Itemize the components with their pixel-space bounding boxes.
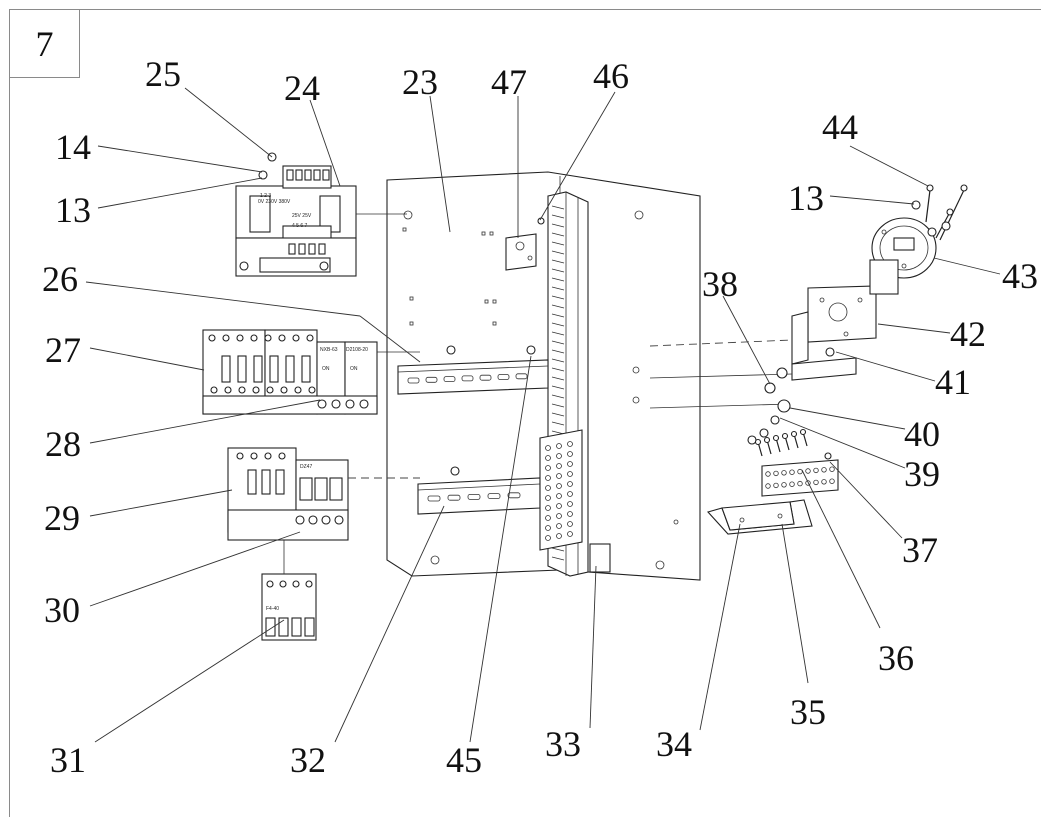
breaker-label-a: NXB-63 [320, 347, 338, 353]
callout-40: 40 [904, 414, 940, 454]
callout-45: 45 [446, 740, 482, 780]
bracket-42 [791, 285, 877, 381]
drawing-frame [9, 9, 1041, 817]
nut-39c [747, 435, 757, 445]
callout-13-right: 13 [788, 178, 824, 218]
washer-38a [776, 367, 788, 379]
aux-contact-label: F4-40 [266, 606, 279, 612]
transformer-24: 1 2 3 0V 230V 380V 25V 25V 4 5 6 7 [235, 165, 357, 277]
transformer-voltages-top: 0V 230V 380V [258, 199, 291, 205]
washer-14 [258, 170, 268, 180]
breaker-on-b: ON [350, 366, 358, 372]
callout-26: 26 [42, 259, 78, 299]
leader-lines [85, 87, 1001, 743]
screw-rail-lower [450, 466, 460, 476]
screw-41 [825, 347, 835, 357]
din-rail-32 [417, 477, 541, 515]
washer-40 [777, 399, 791, 413]
breaker-label-b: D2108-20 [346, 347, 368, 353]
callout-35: 35 [790, 692, 826, 732]
callout-34: 34 [656, 724, 692, 764]
callout-39: 39 [904, 454, 940, 494]
screws-36 [754, 428, 832, 460]
screws-44 [911, 184, 968, 241]
terminal-strip-37 [761, 459, 839, 497]
contactor-group-27: NXB-63 D2108-20 ON ON [202, 329, 378, 415]
callout-labels: 25 24 23 47 46 14 13 44 13 43 26 38 42 2… [42, 54, 1038, 780]
callout-33: 33 [545, 724, 581, 764]
callout-23: 23 [402, 62, 438, 102]
bracket-47 [505, 233, 537, 271]
screw-45 [526, 345, 536, 355]
callout-37: 37 [902, 530, 938, 570]
washer-38b [764, 382, 776, 394]
callout-44: 44 [822, 107, 858, 147]
callout-41: 41 [935, 362, 971, 402]
screw-rail-upper-left [446, 345, 456, 355]
transformer-terminals-top: 1 2 3 [260, 193, 271, 199]
transformer-terminals-bottom: 4 5 6 7 [292, 223, 308, 229]
nut-39b [759, 428, 769, 438]
callout-14: 14 [55, 127, 91, 167]
callout-42: 42 [950, 314, 986, 354]
washer-13b [911, 200, 921, 210]
page-number: 7 [35, 23, 54, 64]
callout-27: 27 [45, 330, 81, 370]
breaker-on-a: ON [322, 366, 330, 372]
bracket-34 [706, 499, 813, 535]
rotary-switch-43 [869, 217, 937, 295]
callout-47: 47 [491, 62, 527, 102]
callout-29: 29 [44, 498, 80, 538]
breaker-label-c: DZ47 [300, 464, 312, 470]
callout-38: 38 [702, 264, 738, 304]
contactor-29: DZ47 [227, 447, 349, 541]
callout-43: 43 [1002, 256, 1038, 296]
terminal-block-plate [539, 429, 583, 551]
callout-13: 13 [55, 190, 91, 230]
aux-contact-31: F4-40 [261, 573, 317, 641]
callout-24: 24 [284, 68, 320, 108]
callout-25: 25 [145, 54, 181, 94]
din-rail-26 [397, 359, 549, 395]
callout-36: 36 [878, 638, 914, 678]
callout-28: 28 [45, 424, 81, 464]
transformer-voltages-mid: 25V 25V [292, 213, 312, 219]
callout-31: 31 [50, 740, 86, 780]
callout-30: 30 [44, 590, 80, 630]
nut-39 [770, 415, 780, 425]
callout-46: 46 [593, 56, 629, 96]
page-number-box: 7 [9, 9, 80, 78]
callout-32: 32 [290, 740, 326, 780]
